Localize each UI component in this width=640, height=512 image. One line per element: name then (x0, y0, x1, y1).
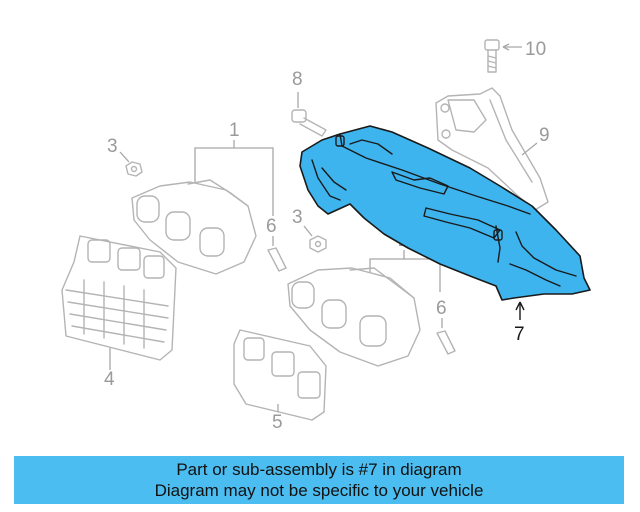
part-9-bracket (435, 87, 549, 211)
part-8-bolt (291, 92, 327, 137)
part-2-exhaust-manifold (287, 267, 421, 367)
callout-3-left: 3 (107, 136, 118, 157)
callout-6-upper: 6 (266, 216, 277, 237)
callout-3-mid: 3 (292, 207, 303, 228)
callout-10: 10 (525, 39, 546, 60)
callout-4: 4 (104, 369, 115, 390)
leader-2 (369, 258, 441, 292)
banner-line-2: Diagram may not be specific to your vehi… (154, 481, 484, 500)
part-6-stud-upper (267, 236, 287, 272)
part-5-gasket (233, 329, 327, 421)
callout-5: 5 (272, 412, 283, 433)
part-6-stud-lower (436, 318, 456, 355)
banner-line-1: Part or sub-assembly is #7 in diagram (176, 460, 462, 479)
part-3-nut-left (119, 151, 143, 177)
callout-7: 7 (514, 324, 525, 345)
part-7-heat-shield (299, 125, 591, 301)
callout-1: 1 (229, 120, 240, 141)
part-10-bolt (484, 39, 522, 73)
callout-8: 8 (292, 69, 303, 90)
leader-7 (515, 301, 525, 320)
callout-9: 9 (539, 125, 550, 146)
part-1-exhaust-manifold (131, 179, 257, 275)
part-4-gasket (61, 235, 177, 370)
callout-6-lower: 6 (436, 298, 447, 319)
info-banner: Part or sub-assembly is #7 in diagram Di… (14, 456, 624, 504)
part-3-nut-mid (303, 225, 327, 253)
